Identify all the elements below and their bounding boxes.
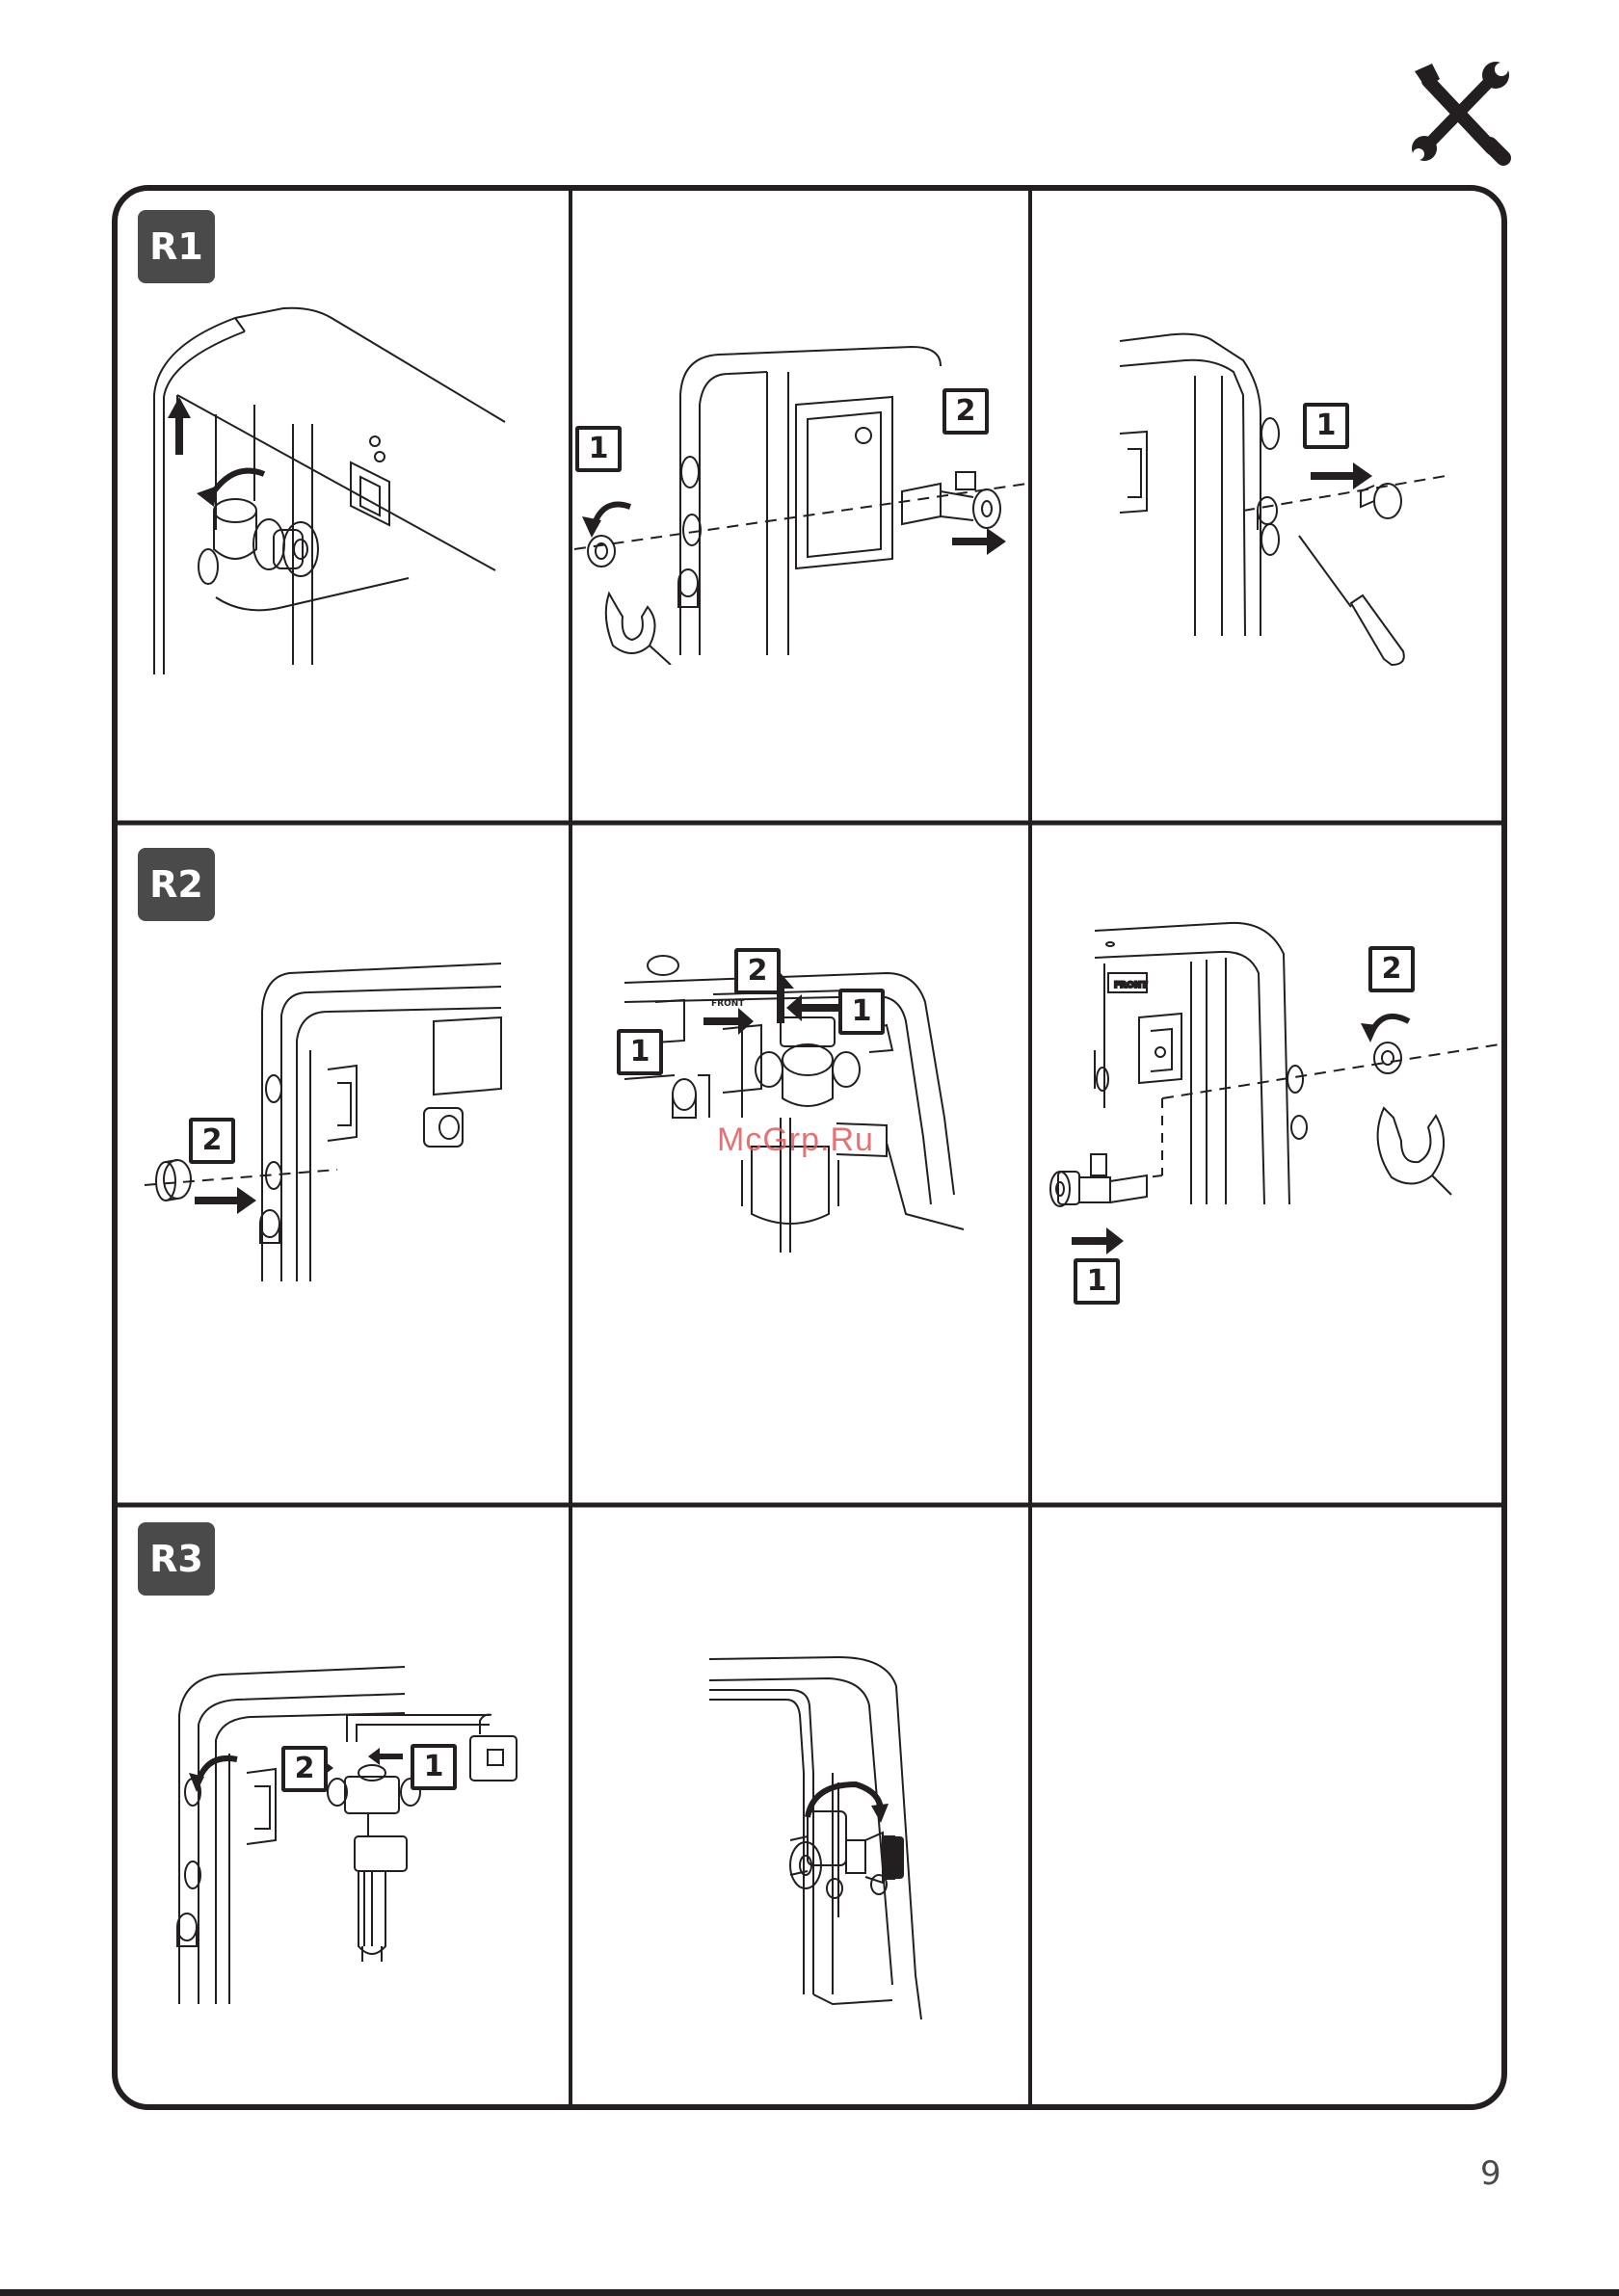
row-label-r2: R2 [138, 848, 215, 921]
step-number-1: 1 [411, 1744, 457, 1790]
valve-reposition-drawing [145, 1657, 559, 2014]
heater-valve-drawing [119, 289, 569, 674]
row-label-r3: R3 [138, 1522, 215, 1596]
step-number-2: 2 [281, 1746, 328, 1792]
heater-fitting-removal-drawing [574, 328, 1027, 665]
illustration-r1-2 [574, 328, 1027, 665]
illustration-r2-2: FRONT [597, 925, 983, 1272]
illustration-r2-3: FRONT [1037, 915, 1500, 1262]
step-number-1: 1 [1074, 1258, 1120, 1305]
step-number-1: 1 [575, 426, 622, 472]
front-label: FRONT [711, 999, 745, 1009]
illustration-r1-1 [119, 289, 569, 674]
tools-icon [1407, 60, 1513, 166]
fitting-reinstall-drawing: FRONT [1037, 915, 1500, 1262]
step-number-2: 2 [1368, 946, 1415, 992]
row-label-r1: R1 [138, 210, 215, 283]
step-number-1: 1 [1303, 403, 1349, 449]
valve-tighten-drawing [694, 1648, 983, 2033]
step-number-2: 2 [942, 388, 989, 435]
watermark: McGrp.Ru [717, 1122, 874, 1159]
step-number-2: 2 [189, 1118, 235, 1164]
step-number-2: 2 [734, 948, 781, 994]
illustration-r1-3 [1099, 318, 1503, 674]
step-number-1: 1 [838, 989, 885, 1035]
valve-assembly-drawing: FRONT [597, 925, 983, 1272]
illustration-r3-2 [694, 1648, 983, 2033]
step-number-1: 1 [617, 1029, 663, 1075]
page-number: 9 [1480, 2154, 1501, 2193]
bottom-rule [0, 2289, 1619, 2296]
plug-removal-drawing [1099, 318, 1503, 674]
illustration-r3-1 [145, 1657, 559, 2014]
front-label: FRONT [1114, 981, 1148, 990]
